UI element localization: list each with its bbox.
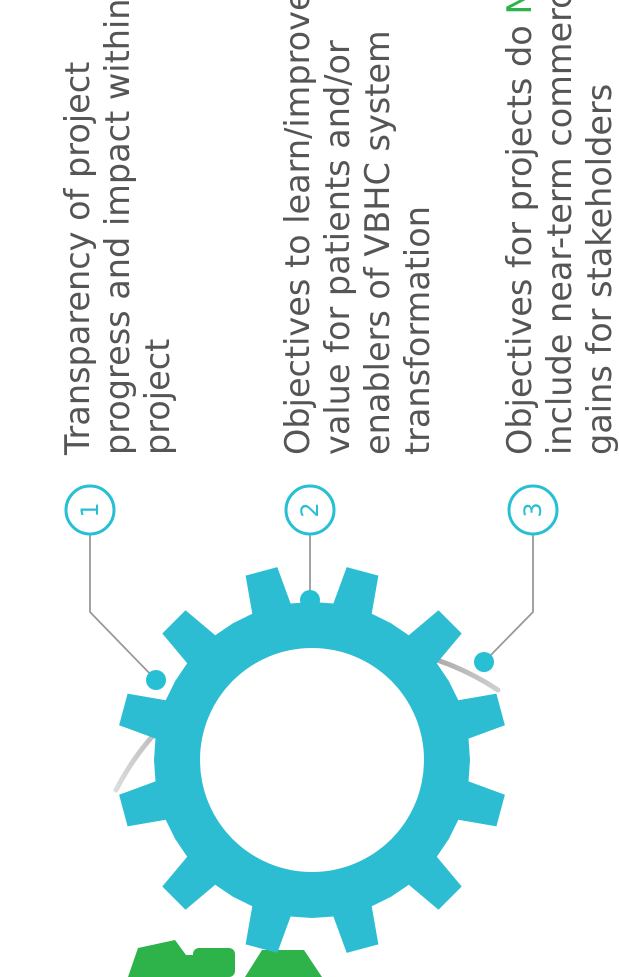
statement-1-line-3: project [138, 338, 177, 455]
center-label-line1: GC [264, 731, 310, 790]
center-label-line2: projects [312, 680, 358, 840]
number-badge-3: 3 [507, 484, 559, 536]
connector-dot-3 [474, 652, 494, 672]
connector-dot-1 [146, 670, 166, 690]
statement-2-line-1: Objectives to learn/improve [278, 0, 317, 455]
statement-1: Transparency of project progress and imp… [58, 0, 178, 455]
statement-2-line-3: enablers of VBHC system [358, 30, 397, 455]
statement-3-line-1: Objectives for projects do NOT [500, 0, 540, 455]
number-badge-1: 1 [64, 484, 116, 536]
statement-3-line-2: include near-term commercial [540, 0, 579, 455]
statement-2: Objectives to learn/improve value for pa… [278, 0, 438, 455]
main-gear-icon: GC projects [119, 567, 505, 953]
statement-1-line-1: Transparency of project [58, 61, 97, 455]
connector-line-3 [483, 535, 534, 663]
svg-text:1: 1 [76, 502, 104, 517]
statement-3-line-1-text: Objectives for projects do [500, 14, 539, 455]
statement-3-line-3: gains for stakeholders [580, 83, 619, 455]
secondary-gear-icon [128, 940, 322, 977]
statement-2-line-2: value for patients and/or [318, 40, 357, 455]
connector-line-1 [89, 535, 157, 681]
statement-1-line-2: progress and impact within [98, 0, 137, 455]
not-highlight: NOT [500, 0, 539, 15]
svg-text:2: 2 [296, 502, 324, 517]
svg-text:3: 3 [519, 502, 547, 517]
statement-3: Objectives for projects do NOT include n… [500, 0, 619, 455]
statement-2-line-4: transformation [398, 206, 437, 455]
number-badge-2: 2 [284, 484, 336, 536]
